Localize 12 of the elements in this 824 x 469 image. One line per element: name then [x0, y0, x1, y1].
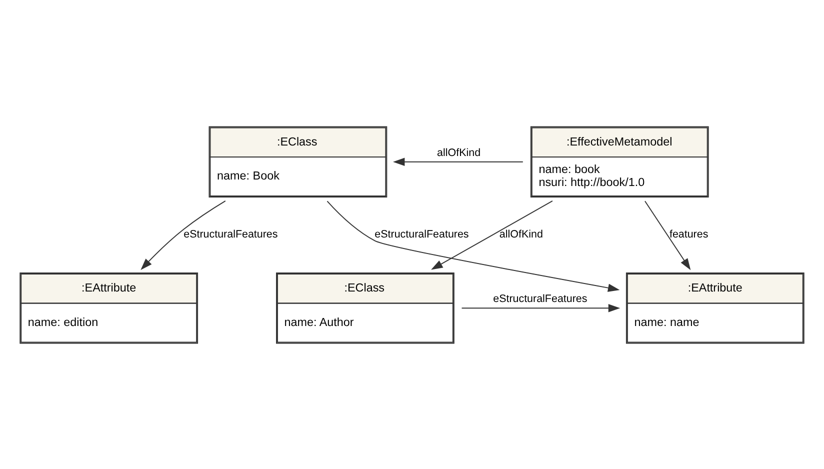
arrow: [140, 200, 226, 270]
edge-label: eStructuralFeatures: [493, 292, 588, 305]
edge-label: eStructuralFeatures: [184, 228, 278, 240]
edge-label: allOfKind: [499, 228, 543, 240]
arrow: [644, 200, 691, 270]
arrow: [392, 157, 524, 166]
arrow: [461, 304, 620, 312]
arrow: [431, 200, 553, 270]
edge-label: allOfKind: [437, 146, 481, 158]
edge-label: eStructuralFeatures: [374, 228, 469, 240]
edge-label: features: [669, 228, 708, 240]
arrow: [326, 200, 620, 292]
